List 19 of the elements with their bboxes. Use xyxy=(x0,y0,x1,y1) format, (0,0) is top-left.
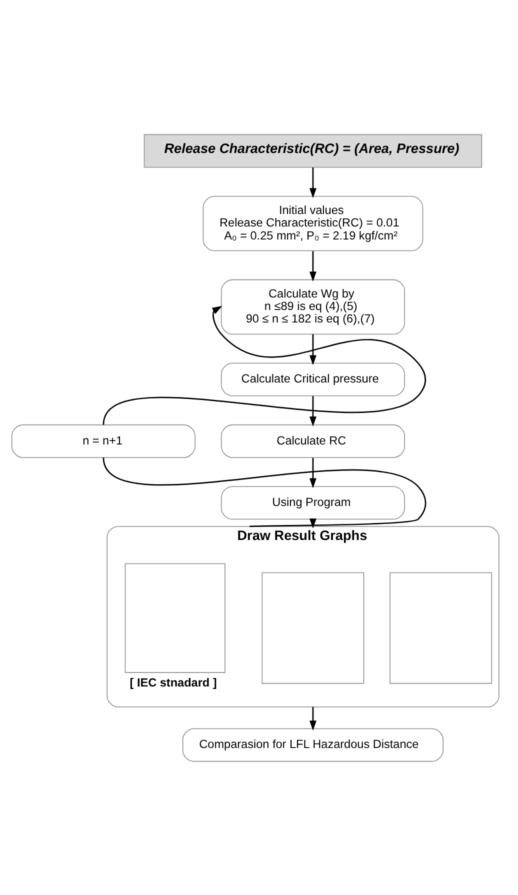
arrow xyxy=(309,334,316,365)
node-box: Calculate Wg by n ≤89 is eq (4),(5) 90 ≤ n ≤ 182 is eq (6),(7) xyxy=(220,278,406,334)
node-box: Initial values Release Characteristic(RC) = 0.01 A₀ = 0.25 mm², P₀ = 2.19 kgf/cm² xyxy=(202,195,424,251)
connector xyxy=(102,456,426,527)
node-box: Comparasion for LFL Hazardous Distance xyxy=(182,728,444,762)
node-box xyxy=(262,572,364,684)
arrow xyxy=(309,396,316,426)
node-label: [ IEC stnadard ] xyxy=(130,676,217,689)
node-box: n = n+1 xyxy=(11,424,196,458)
node-box xyxy=(124,562,226,672)
arrow xyxy=(309,167,316,198)
node-box: Release Characteristic(RC) = (Area, Pressure) xyxy=(144,134,482,168)
arrow xyxy=(309,706,316,730)
node-box: Calculate Critical pressure xyxy=(220,362,406,396)
arrow xyxy=(309,250,316,282)
node-box xyxy=(390,572,492,684)
arrow xyxy=(309,457,316,488)
node-box: Calculate RC xyxy=(220,424,406,458)
arrow xyxy=(102,305,426,425)
